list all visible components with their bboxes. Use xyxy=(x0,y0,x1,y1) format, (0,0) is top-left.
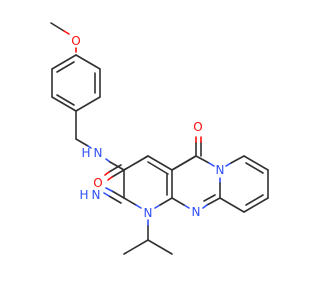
pyrido-ring xyxy=(219,155,269,213)
imine-hydrogen-label: H xyxy=(79,188,88,202)
chemical-structure-diagram: O N H O O N N H N N xyxy=(50,22,269,255)
methoxy-oxygen-label: O xyxy=(71,34,80,48)
ketone-group xyxy=(195,136,202,157)
amide-oxygen-label: O xyxy=(93,176,102,190)
atom-labels: O N H O O N N H N N xyxy=(71,34,224,220)
benzene-ring-methoxyphenyl xyxy=(51,54,101,112)
bridgehead-nitrogen-label: N xyxy=(216,163,225,177)
ring-nitrogen-n1-label: N xyxy=(144,206,153,220)
amide-hydrogen-label: H xyxy=(81,146,90,160)
amide-nitrogen-label: N xyxy=(94,146,103,160)
imine-nitrogen-label: N xyxy=(92,188,101,202)
imine-group xyxy=(103,187,125,204)
pyrimidine-nitrogen-label: N xyxy=(192,205,201,219)
dihydropyridine-ring xyxy=(123,155,197,209)
ketone-oxygen-label: O xyxy=(193,120,202,134)
isopropyl-group xyxy=(123,219,173,255)
benzyl-linker xyxy=(75,110,92,149)
methoxy-group xyxy=(50,22,77,53)
pyrimidinone-ring xyxy=(171,155,221,209)
